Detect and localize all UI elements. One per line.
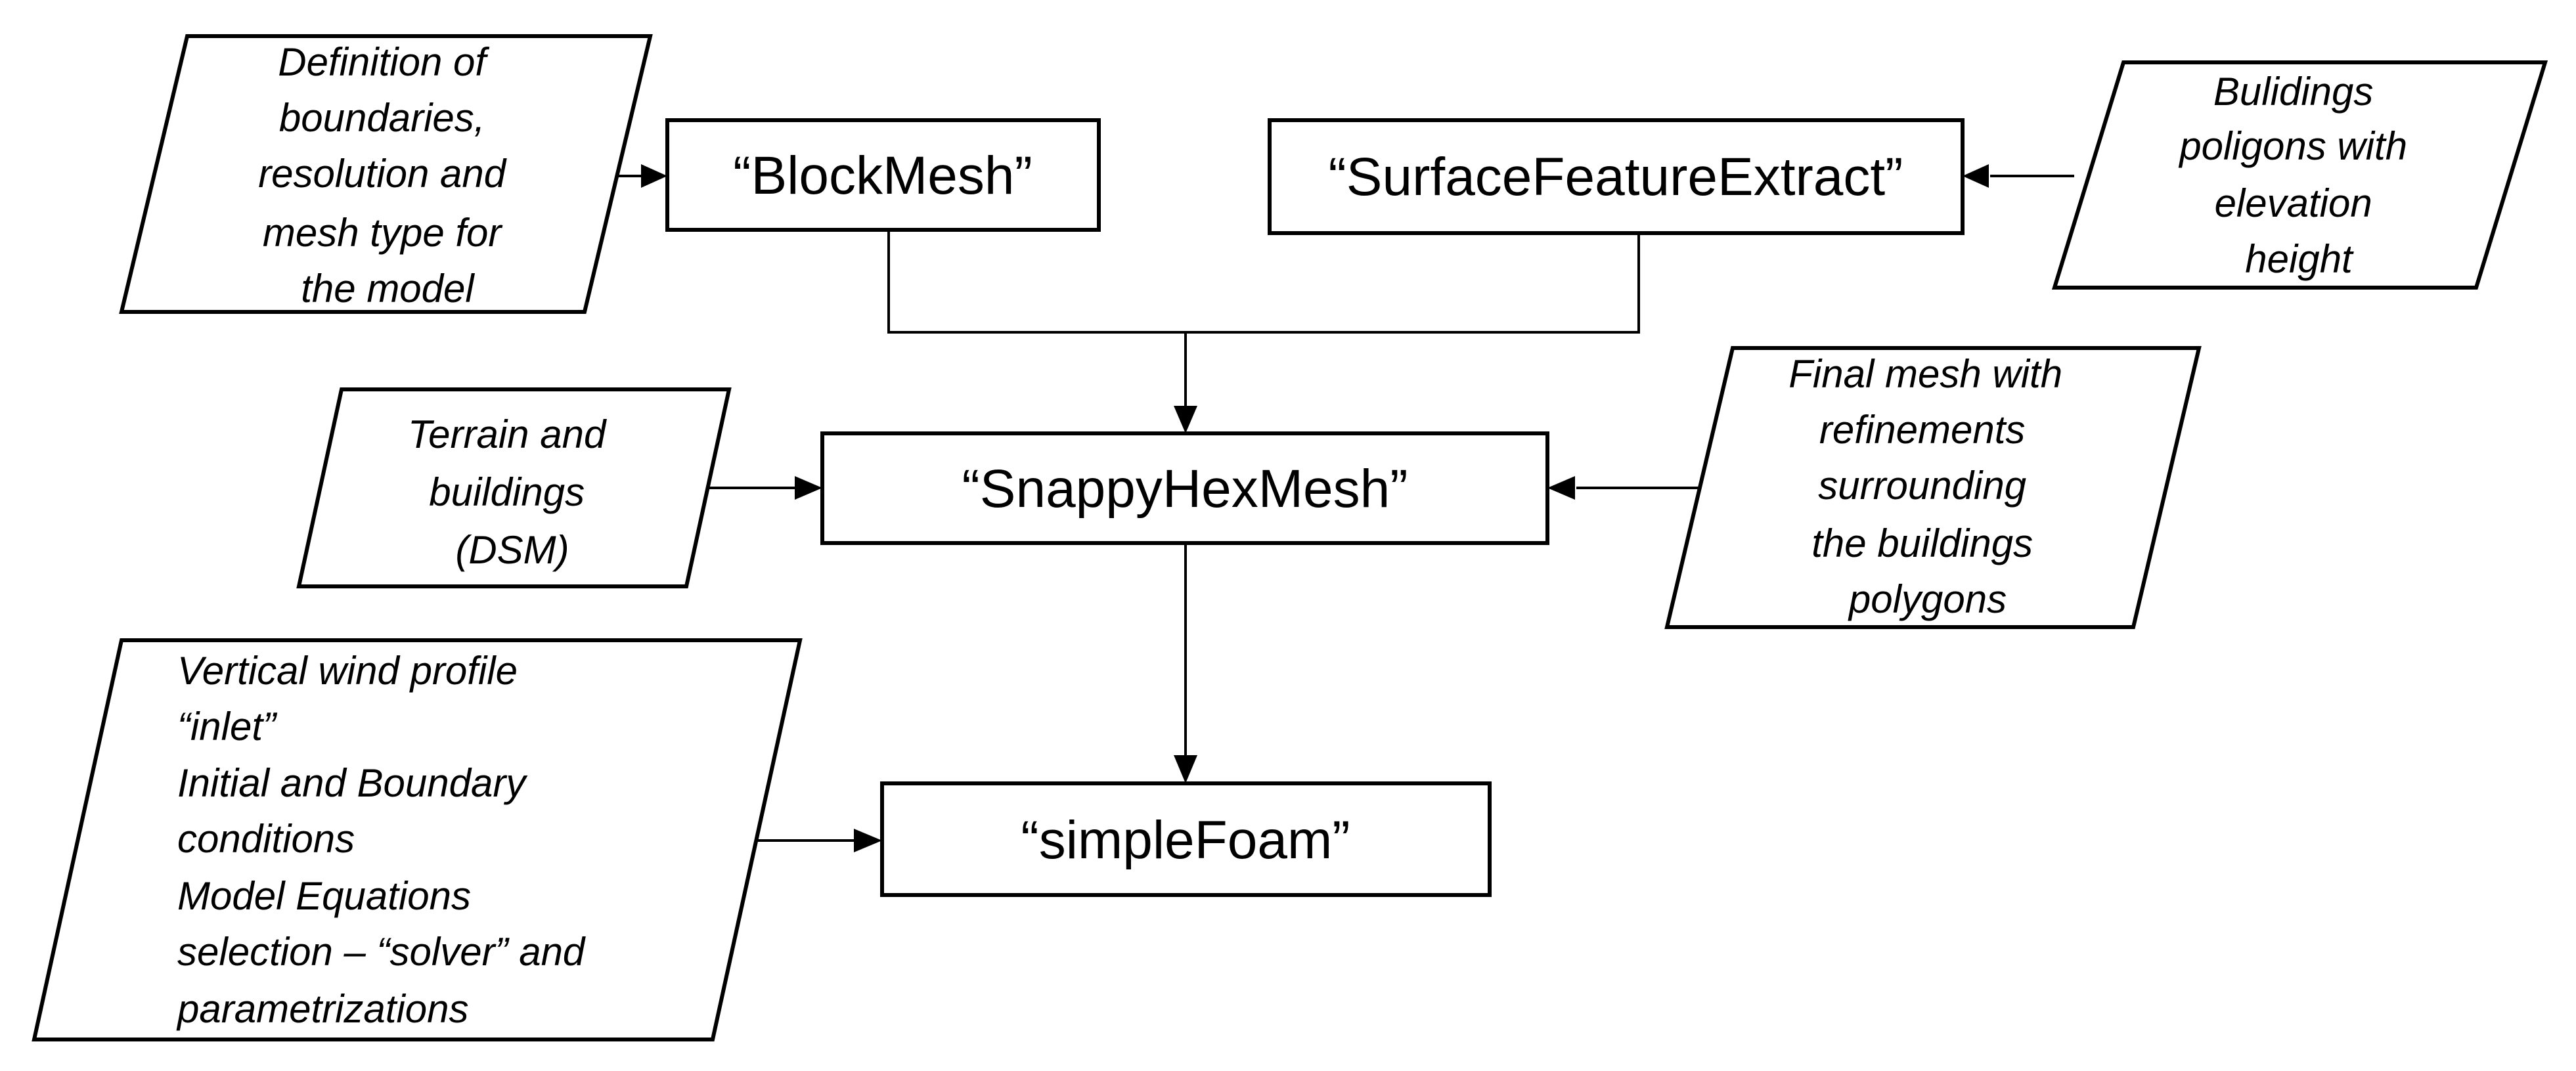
input-line: surrounding <box>1818 464 2026 508</box>
input-line: Definition of <box>278 40 489 84</box>
input-buildings-polygons: Bulidings poligons with elevation height <box>2051 60 2548 290</box>
input-line: polygons <box>1848 577 2007 621</box>
input-line: Final mesh with <box>1788 352 2062 396</box>
input-line: Terrain and <box>408 412 607 456</box>
process-surface-feature-extract: “SurfaceFeatureExtract” <box>1268 118 1965 235</box>
input-simulation-setup: Vertical wind profile “inlet” Initial an… <box>32 638 803 1041</box>
process-label: “SurfaceFeatureExtract” <box>1329 147 1903 207</box>
process-label: “simpleFoam” <box>1021 810 1350 870</box>
input-line: Initial and Boundary <box>177 761 528 805</box>
process-label: “BlockMesh” <box>733 146 1033 206</box>
merge-line <box>887 230 1640 334</box>
arrowhead-icon <box>1963 164 1989 188</box>
input-line: (DSM) <box>455 528 569 572</box>
input-final-mesh: Final mesh with refinements surrounding … <box>1664 346 2202 629</box>
process-snappy-hex-mesh: “SnappyHexMesh” <box>820 431 1549 545</box>
svg-text:Final mesh with refineme: Final mesh with refinements surrounding … <box>1788 352 2073 621</box>
connectors <box>614 164 2074 852</box>
arrowhead-icon <box>641 164 667 188</box>
input-line: conditions <box>177 817 355 861</box>
input-line: Model Equations <box>177 874 471 918</box>
process-blockmesh: “BlockMesh” <box>665 118 1101 232</box>
input-line: mesh type for <box>263 211 503 255</box>
arrowhead-icon <box>854 829 882 852</box>
svg-text:Vertical wind profile “i: Vertical wind profile “inlet” Initial an… <box>176 649 596 1031</box>
svg-text:Bulidings poligons with: Bulidings poligons with elevation height <box>2178 70 2418 281</box>
input-line: boundaries, <box>279 96 485 140</box>
input-line: buildings <box>429 470 585 514</box>
input-line: Bulidings <box>2213 70 2374 114</box>
input-terrain-buildings: Terrain and buildings (DSM) <box>296 387 732 588</box>
arrowhead-icon <box>795 476 822 500</box>
arrowhead-icon <box>1174 406 1197 433</box>
svg-text:Definition of boundaries: Definition of boundaries, resolution and… <box>258 40 517 311</box>
input-line: refinements <box>1819 408 2025 452</box>
arrowhead-icon <box>1547 476 1575 500</box>
arrowhead-icon <box>1174 755 1197 783</box>
input-line: height <box>2245 237 2354 281</box>
input-boundaries-definition: Definition of boundaries, resolution and… <box>119 34 653 314</box>
input-line: resolution and <box>258 152 507 196</box>
input-line: “inlet” <box>177 705 278 749</box>
input-line: the model <box>301 267 475 311</box>
input-line: the buildings <box>1811 521 2033 565</box>
process-simple-foam: “simpleFoam” <box>880 781 1492 897</box>
svg-text:Terrain and buildings: Terrain and buildings (DSM) <box>408 412 617 572</box>
process-label: “SnappyHexMesh” <box>962 459 1408 519</box>
input-line: Vertical wind profile <box>177 649 518 693</box>
input-line: poligons with <box>2178 124 2407 168</box>
input-line: elevation <box>2215 181 2372 225</box>
input-line: parametrizations <box>176 987 469 1031</box>
input-line: selection – “solver” and <box>177 930 586 974</box>
